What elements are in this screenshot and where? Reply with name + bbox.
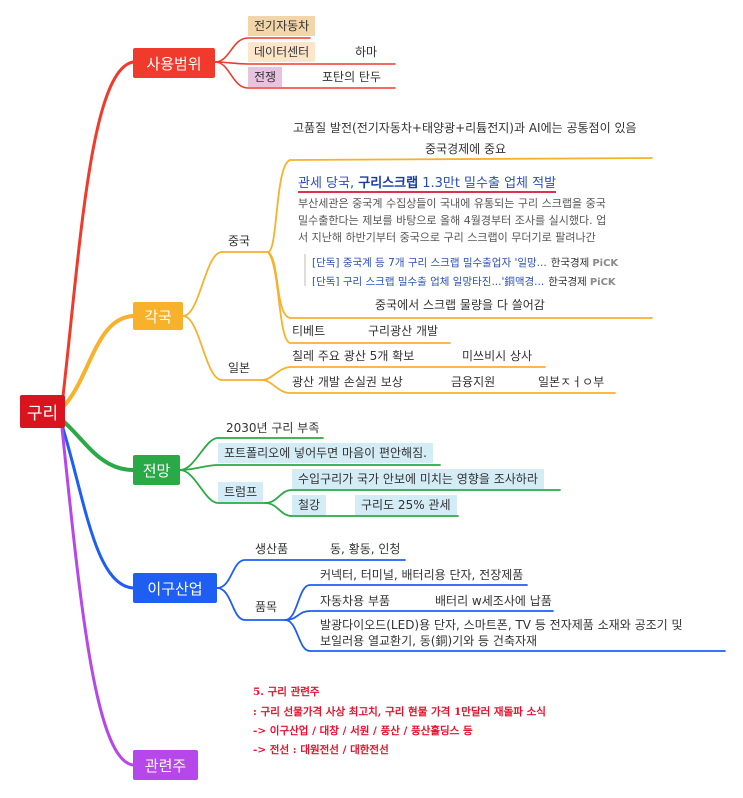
igu-item: 보일러용 열교환기, 동(銅)기와 등 건축자재	[320, 634, 538, 648]
usage-item-ev[interactable]: 전기자동차	[248, 16, 316, 36]
igu-item: 자동차용 부품	[320, 594, 391, 608]
stocks-line: -> 전선 : 대원전선 / 대한전선	[253, 744, 389, 756]
igu-products-value: 동, 황동, 인청	[330, 542, 401, 556]
headline-pre: 관세 당국,	[298, 176, 359, 191]
usage-item-datacenter[interactable]: 데이터센터	[248, 42, 316, 62]
stocks-line: 5. 구리 관련주	[253, 686, 320, 698]
news-body-line: 서 지난해 하반기부터 중국으로 구리 스크랩이 무더기로 팔려나간	[298, 231, 596, 244]
igu-items-label[interactable]: 품목	[255, 600, 278, 614]
outlook-trump[interactable]: 트럼프	[218, 482, 264, 502]
country-japan[interactable]: 일본	[228, 361, 251, 375]
news-body-line: 부산세관은 중국계 수집상들이 국내에 유통되는 구리 스크랩을 중국	[298, 197, 606, 210]
igu-products-label[interactable]: 생산품	[255, 542, 289, 556]
tibet-note: 구리광산 개발	[368, 324, 439, 338]
related-title[interactable]: [단독] 구리 스크랩 밀수출 업체 일망타진...'銅맥경...	[312, 276, 545, 286]
related-source: 한국경제	[550, 257, 590, 269]
stocks-line: -> 이구산업 / 대창 / 서원 / 풍산 / 풍산홀딩스 등	[253, 725, 473, 737]
igu-item: 발광다이오드(LED)용 단자, 스마트폰, TV 등 전자제품 소재와 공조기…	[320, 618, 683, 632]
related-source: 한국경제	[548, 276, 587, 286]
news-body-line: 밀수출한다는 제보를 바탕으로 올해 4월경부터 조사를 실시했다. 업	[298, 214, 607, 227]
japan-note: 미쓰비시 상사	[462, 349, 533, 363]
trump-steel: 철강	[292, 495, 327, 515]
headline-post: 1.3만t 밀수출 업체 적발	[418, 176, 557, 191]
pick-badge: PiCK	[592, 258, 619, 269]
igu-battery-note: 배터리 w세조사에 납품	[435, 594, 552, 608]
news-headline[interactable]: 관세 당국, 구리스크랩 1.3만t 밀수출 업체 적발	[298, 172, 688, 193]
japan-note-gov: 일본ㅈㅓㅇ부	[538, 375, 605, 389]
outlook-shortage: 2030년 구리 부족	[226, 421, 320, 435]
branch-outlook[interactable]: 전망	[133, 455, 180, 485]
usage-item-war[interactable]: 전쟁	[248, 67, 283, 87]
trump-order: 수입구리가 국가 안보에 미치는 영향을 조사하라	[292, 469, 544, 489]
igu-item: 커넥터, 터미널, 배터리용 단자, 전장제품	[320, 568, 524, 582]
root-node[interactable]: 구리	[20, 395, 65, 428]
branch-usage[interactable]: 사용범위	[133, 48, 215, 78]
usage-note-hama: 하마	[355, 45, 378, 59]
news-clipping: 관세 당국, 구리스크랩 1.3만t 밀수출 업체 적발 부산세관은 중국계 수…	[298, 168, 688, 286]
outlook-portfolio: 포트폴리오에 넣어두면 마음이 편안해짐.	[218, 443, 433, 463]
japan-note: 금융지원	[451, 375, 496, 389]
stocks-line: : 구리 선물가격 사상 최고치, 구리 현물 가격 1만달러 재돌파 소식	[253, 706, 546, 718]
countries-top-text: 고품질 발전(전기자동차+태양광+리튬전지)과 AI에는 공통점이 있음	[293, 121, 637, 135]
china-scrap-note: 중국에서 스크랩 물량을 다 쓸어감	[375, 298, 545, 312]
branch-igu[interactable]: 이구산업	[133, 573, 217, 603]
trump-tariff: 구리도 25% 관세	[355, 495, 457, 515]
pick-badge: PiCK	[589, 277, 616, 286]
japan-item: 광산 개발 손실권 보상	[292, 375, 403, 389]
branch-countries[interactable]: 각국	[133, 302, 183, 330]
countries-top-note: 중국경제에 중요	[425, 142, 507, 156]
country-china[interactable]: 중국	[228, 234, 251, 248]
branch-stocks[interactable]: 관련주	[133, 750, 198, 780]
headline-bold: 구리스크랩	[358, 176, 419, 191]
country-tibet[interactable]: 티베트	[292, 324, 326, 338]
related-title[interactable]: [단독] 중국계 등 7개 구리 스크랩 밀수출업자 '일망...	[312, 257, 547, 269]
japan-item: 칠레 주요 광산 5개 확보	[292, 349, 415, 363]
usage-note-shell: 포탄의 탄두	[322, 70, 382, 84]
